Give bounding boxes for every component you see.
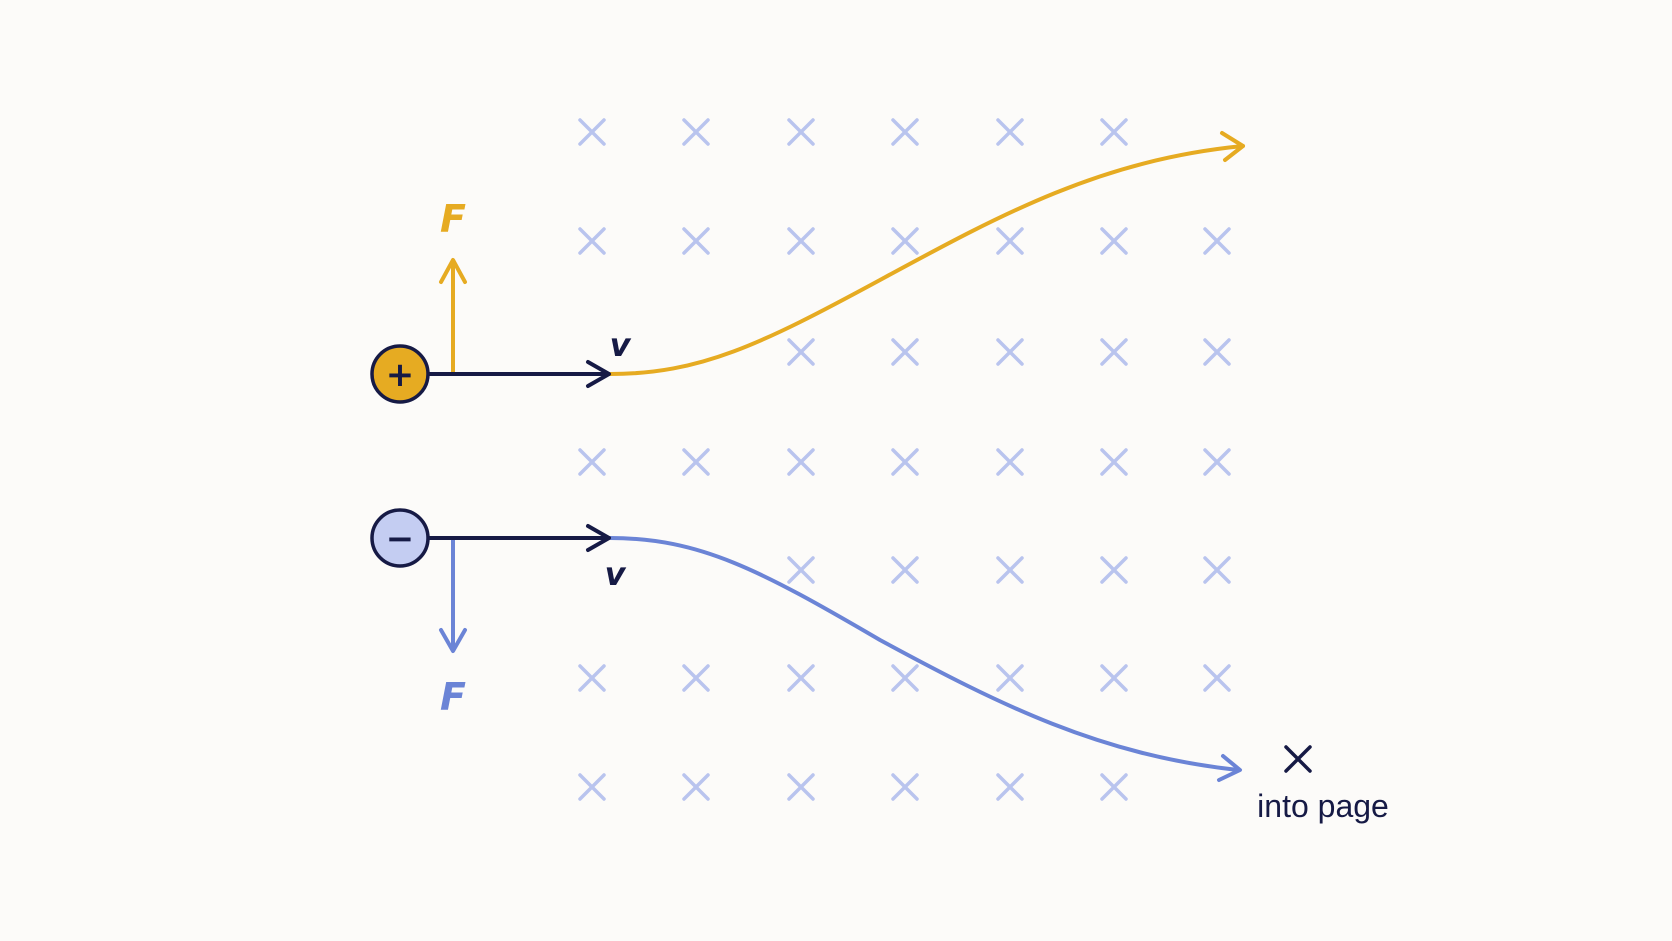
field-cross-icon: [578, 664, 606, 692]
field-cross-icon: [1100, 448, 1128, 476]
field-cross-icon: [1203, 227, 1231, 255]
field-cross-icon: [996, 118, 1024, 146]
field-cross-icon: [891, 118, 919, 146]
negative-force-label: F: [440, 675, 466, 719]
field-cross-icon: [996, 556, 1024, 584]
field-cross-icon: [682, 118, 710, 146]
field-cross-icon: [1203, 338, 1231, 366]
field-cross-icon: [1100, 338, 1128, 366]
negative-velocity-label: v: [605, 555, 627, 593]
positive-velocity-arrowhead: [586, 360, 611, 388]
field-cross-icon: [1203, 556, 1231, 584]
field-cross-icon: [578, 448, 606, 476]
field-cross-icon: [996, 227, 1024, 255]
cross-icon: [1284, 745, 1312, 773]
field-cross-icon: [891, 227, 919, 255]
negative-force-arrowhead: [439, 628, 467, 653]
field-cross-icon: [787, 773, 815, 801]
field-cross-icon: [996, 338, 1024, 366]
magnetic-field-grid: [578, 118, 1231, 801]
field-cross-icon: [787, 448, 815, 476]
field-cross-icon: [787, 664, 815, 692]
field-cross-icon: [1100, 664, 1128, 692]
field-cross-icon: [787, 227, 815, 255]
field-cross-icon: [787, 556, 815, 584]
positive-force-label: F: [440, 197, 466, 241]
positive-trajectory-arrowhead: [1220, 131, 1245, 162]
field-cross-icon: [1203, 664, 1231, 692]
field-cross-icon: [996, 664, 1024, 692]
field-cross-icon: [578, 118, 606, 146]
field-cross-icon: [578, 773, 606, 801]
field-cross-icon: [682, 448, 710, 476]
negative-trajectory: [608, 536, 1240, 772]
positive-charge: [370, 344, 430, 404]
field-cross-icon: [891, 773, 919, 801]
field-cross-icon: [1100, 118, 1128, 146]
negative-trajectory-arrowhead: [1217, 754, 1242, 782]
negative-velocity-arrowhead: [586, 524, 611, 552]
field-cross-icon: [891, 664, 919, 692]
positive-trajectory: [608, 144, 1245, 376]
field-cross-icon: [891, 556, 919, 584]
field-cross-icon: [891, 338, 919, 366]
positive-force-arrowhead: [439, 258, 467, 284]
field-cross-icon: [682, 664, 710, 692]
field-cross-icon: [996, 773, 1024, 801]
field-cross-icon: [1203, 448, 1231, 476]
negative-charge-group: − v F: [370, 508, 1242, 782]
positive-charge-symbol: +: [386, 355, 415, 395]
field-cross-icon: [996, 448, 1024, 476]
field-cross-icon: [787, 118, 815, 146]
field-cross-icon: [1100, 773, 1128, 801]
negative-charge: [370, 508, 430, 568]
positive-charge-group: + v F: [370, 131, 1245, 404]
field-cross-icon: [682, 773, 710, 801]
positive-velocity-label: v: [610, 326, 632, 364]
field-legend: into page: [1257, 745, 1389, 824]
field-cross-icon: [578, 227, 606, 255]
field-cross-icon: [1100, 227, 1128, 255]
field-cross-icon: [682, 227, 710, 255]
field-cross-icon: [891, 448, 919, 476]
field-legend-text: into page: [1257, 788, 1389, 824]
field-cross-icon: [787, 338, 815, 366]
negative-charge-symbol: −: [386, 519, 415, 559]
field-cross-icon: [1100, 556, 1128, 584]
